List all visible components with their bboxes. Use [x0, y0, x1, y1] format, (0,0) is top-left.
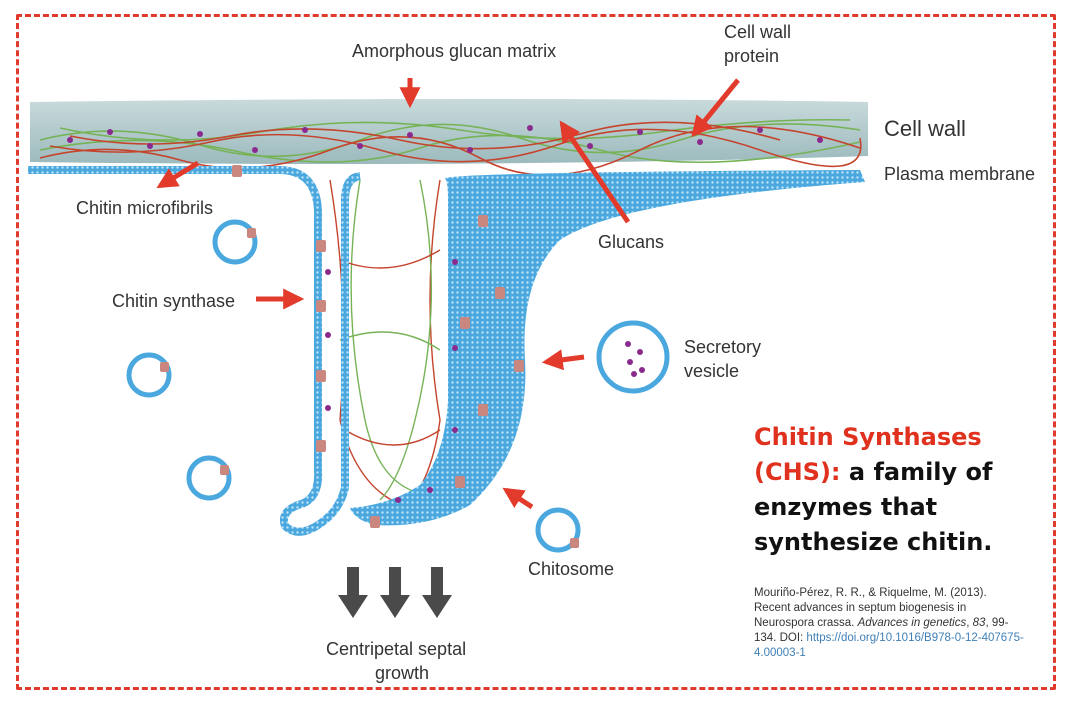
vesicle-icon [126, 219, 670, 553]
citation-block: Mouriño-Pérez, R. R., & Riquelme, M. (20… [754, 586, 1024, 661]
secretory-vesicle-cargo [625, 341, 645, 377]
membrane-protein-dots [325, 259, 458, 503]
pointer-arrow-icon [156, 78, 740, 510]
label-chitin-synthase: Chitin synthase [112, 291, 236, 311]
caption-rest-3: synthesize chitin [754, 528, 984, 556]
plasma-membrane [28, 166, 865, 536]
label-amorphous-glucan-matrix: Amorphous glucan matrix [352, 41, 557, 61]
vesicle-cargo [160, 228, 579, 548]
growth-arrow-icon [338, 567, 452, 618]
caption-highlight-1: Chitin Synthases [754, 423, 982, 451]
dashed-frame [16, 14, 1056, 690]
wall-fibres [39, 118, 862, 176]
citation-sep: , [966, 617, 973, 629]
citation-pages: , 99-134. DOI: [754, 617, 1009, 644]
label-chitin-microfibrils: Chitin microfibrils [76, 198, 214, 218]
chitin-synthase-icon [232, 165, 524, 528]
label-glucans: Glucans [598, 232, 665, 252]
caption-period: . [983, 528, 993, 556]
label-plasma-membrane: Plasma membrane [884, 164, 1036, 184]
label-cell-wall: Cell wall [884, 116, 966, 141]
label-chitosome: Chitosome [528, 559, 615, 579]
caption-highlight-2: (CHS): [754, 458, 841, 486]
citation-doi-link[interactable]: https://doi.org/10.1016/B978-0-12-407675… [754, 632, 1024, 659]
cell-wall [30, 99, 868, 164]
wall-protein-dots [67, 125, 823, 153]
label-secretory-vesicle-2: vesicle [684, 361, 740, 381]
caption-rest-1: a family of [840, 458, 993, 486]
caption-block: Chitin Synthases (CHS): a family of enzy… [754, 420, 1044, 560]
citation-volume: 83 [972, 617, 986, 629]
caption-rest-2: enzymes that [754, 493, 938, 521]
label-cell-wall-protein-2: protein [724, 46, 780, 66]
citation-journal: Advances in genetics [857, 617, 967, 629]
label-secretory-vesicle-1: Secretory [684, 337, 762, 357]
citation-title: Recent advances in septum biogenesis in … [754, 602, 967, 629]
label-cell-wall-protein-1: Cell wall [724, 22, 792, 42]
label-centripetal-2: growth [375, 663, 430, 683]
citation-authors: Mouriño-Pérez, R. R., & Riquelme, M. (20… [754, 587, 987, 599]
label-centripetal-1: Centripetal septal [326, 639, 467, 659]
